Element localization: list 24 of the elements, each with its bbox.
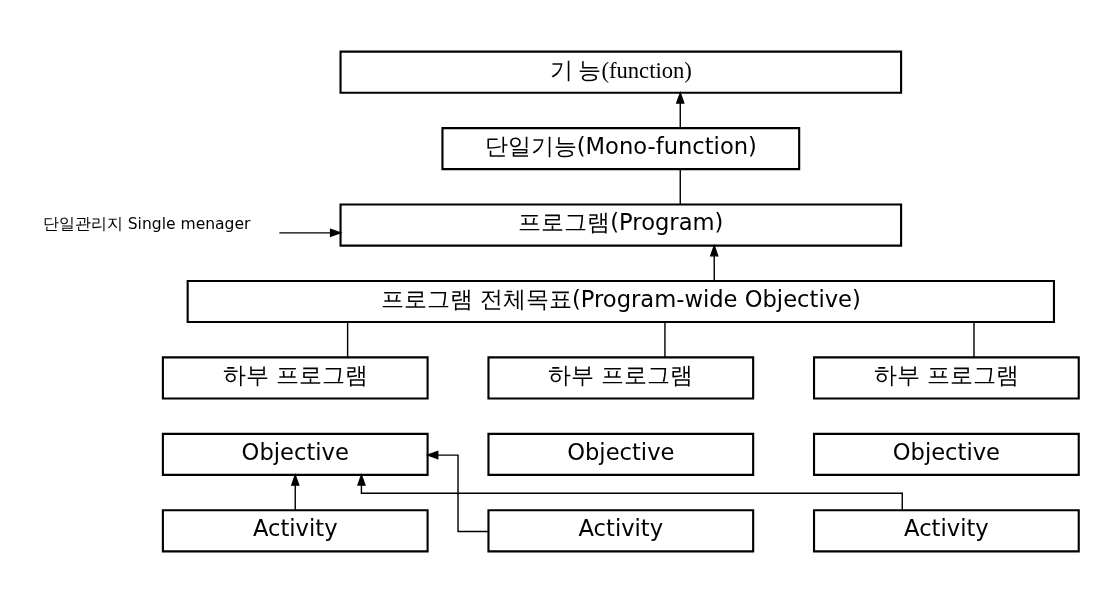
node-box: Objective [487, 432, 755, 476]
connector [664, 321, 666, 358]
node-box: 하부 프로그램 [487, 355, 755, 399]
node-box: 단일기능(Mono-function) [441, 126, 801, 170]
node-box: Objective [812, 432, 1080, 476]
arrow [356, 472, 903, 511]
node-box: 기 능(function) [339, 50, 903, 94]
arrow [675, 90, 685, 128]
node-box: Objective [161, 432, 429, 476]
node-box: Activity [487, 508, 755, 552]
node-box: Activity [161, 508, 429, 552]
node-box: 하부 프로그램 [161, 355, 429, 399]
node-box: 하부 프로그램 [812, 355, 1080, 399]
arrow [425, 450, 489, 532]
arrow [709, 243, 719, 281]
node-box: 프로그램 전체목표(Program-wide Objective) [186, 279, 1055, 323]
connector [679, 168, 681, 205]
node-box: 프로그램(Program) [339, 203, 903, 247]
arrow [278, 227, 343, 237]
connector [973, 321, 975, 358]
node-box: Activity [812, 508, 1080, 552]
arrow [290, 472, 300, 511]
connector [346, 321, 349, 358]
node-text: 단일관리지 Single menager [42, 214, 251, 233]
